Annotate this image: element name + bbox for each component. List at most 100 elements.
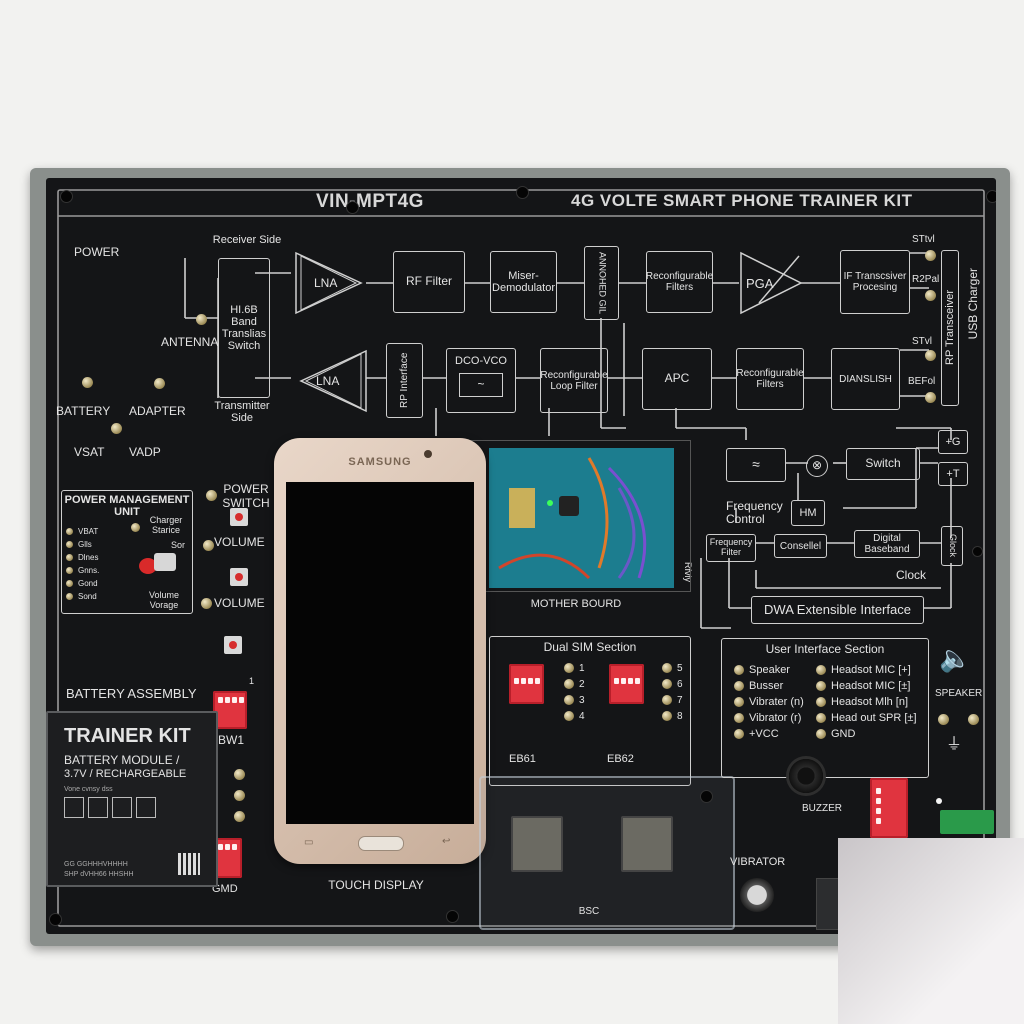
battery-fine-print: SHP dVHH66 HHSHH [64,871,134,878]
antenna-terminal[interactable] [196,314,207,325]
sim2-terminal: 6 [662,676,683,692]
smartphone[interactable]: SAMSUNG ▭ ↩ [274,438,486,864]
pga-label: PGA [746,276,774,291]
recent-apps-icon[interactable]: ▭ [304,837,314,848]
battery-terminal[interactable] [82,377,93,388]
home-button[interactable] [358,836,404,851]
adapter-label: ADAPTER [129,404,186,418]
r2pa-terminal[interactable] [925,290,936,301]
r2pa-label: R2Pal [912,274,940,285]
terminal-knob[interactable] [662,695,672,705]
dip-switch-bw1[interactable] [213,691,247,729]
terminal-knob[interactable] [662,711,672,721]
terminal-knob[interactable] [66,528,73,535]
sim2-terminal: 5 [662,660,683,676]
terminal-knob[interactable] [66,541,73,548]
pmu-terminal: Sond [66,590,99,603]
terminal[interactable] [234,811,245,822]
terminal-knob[interactable] [734,729,744,739]
power-switch-terminal[interactable] [206,490,217,501]
st1-terminal[interactable] [925,250,936,261]
terminal-knob[interactable] [66,554,73,561]
sim-terminal-number: 4 [579,710,585,722]
reconfigurable-filters-top: Reconfigurable Filters [646,251,713,313]
ui-right-terminals: Headsot MIC [+]Headsot MIC [±]Headsot Ml… [816,662,917,742]
speaker-terminal[interactable] [938,714,949,725]
ui-terminal: Speaker [734,662,804,678]
terminal[interactable] [234,769,245,780]
vsat-terminal[interactable] [111,423,122,434]
terminal-knob[interactable] [564,679,574,689]
speaker-terminal[interactable] [968,714,979,725]
terminal-block-connector[interactable] [940,810,994,834]
terminal-knob[interactable] [564,711,574,721]
terminal-knob[interactable] [734,713,744,723]
terminal-knob[interactable] [816,713,826,723]
ui-terminal-label: Speaker [749,664,790,676]
befo-terminal[interactable] [925,392,936,403]
screw [49,913,62,926]
buzzer-label: BUZZER [802,803,842,814]
back-icon[interactable]: ↩ [442,836,451,847]
volume-down-terminal[interactable] [201,598,212,609]
terminal-knob[interactable] [564,663,574,673]
sim-terminal-number: 7 [677,694,683,706]
power-label: POWER [74,245,120,259]
clock-label: Clock [896,568,927,582]
terminal-knob[interactable] [816,697,826,707]
terminal-knob[interactable] [66,567,73,574]
dip-switch-sim1[interactable] [509,664,544,704]
touch-display-screen[interactable] [286,482,474,824]
bw1-label: BW1 [218,733,245,747]
terminal-knob[interactable] [662,663,672,673]
pmu-title: POWER MANAGEMENT UNIT [64,494,190,519]
eb61-label: EB61 [509,753,536,765]
screw [972,546,983,557]
vibrator-label: VIBRATOR [730,856,786,868]
terminal-knob[interactable] [66,593,73,600]
sim-slot-1[interactable] [511,816,563,872]
volume-up-button[interactable] [230,568,248,586]
kit-title: 4G VOLTE SMART PHONE TRAINER KIT [571,191,913,210]
screw [700,790,713,803]
st2-terminal[interactable] [925,350,936,361]
screw [60,190,73,203]
ui-terminal-label: Vibrator (r) [749,712,802,724]
terminal-knob[interactable] [816,665,826,675]
dip-switch-ui[interactable] [870,778,908,838]
plus-t-block: +T [938,462,968,486]
ui-section-title: User Interface Section [765,642,885,656]
terminal-knob[interactable] [816,729,826,739]
pmu-terminal-label: VBAT [78,527,99,536]
volume-up-terminal[interactable] [203,540,214,551]
dip-switch-sim2[interactable] [609,664,644,704]
terminal-knob[interactable] [734,697,744,707]
terminal-knob[interactable] [66,580,73,587]
sim-slot-2[interactable] [621,816,673,872]
volume-down-label: VOLUME [214,596,265,610]
pmu-terminal-label: Glls [78,540,92,549]
terminal-knob[interactable] [564,695,574,705]
charger-terminal[interactable] [131,523,140,532]
indicator-led [936,798,942,804]
battery-module-title: TRAINER KIT [64,725,191,747]
power-button[interactable] [230,508,248,526]
sim-terminal-number: 6 [677,678,683,690]
toggle-switch[interactable] [139,558,157,574]
ui-terminal-label: Busser [749,680,784,692]
adapter-terminal[interactable] [154,378,165,389]
terminal[interactable] [234,790,245,801]
sim-card-tray[interactable]: BSC [479,776,735,930]
terminal-knob[interactable] [734,681,744,691]
loop-filter-block: Reconfigurable Loop Filter [540,348,608,413]
terminal-knob[interactable] [816,681,826,691]
terminal-knob[interactable] [734,665,744,675]
rp-interface-block: RP Interface [386,343,423,418]
volume-down-button[interactable] [224,636,242,654]
terminal-knob[interactable] [662,679,672,689]
volume-up-label: VOLUME [214,535,265,549]
warning-icon [136,797,156,818]
battery-fine-print: GG GGHHHVHHHH [64,861,128,868]
